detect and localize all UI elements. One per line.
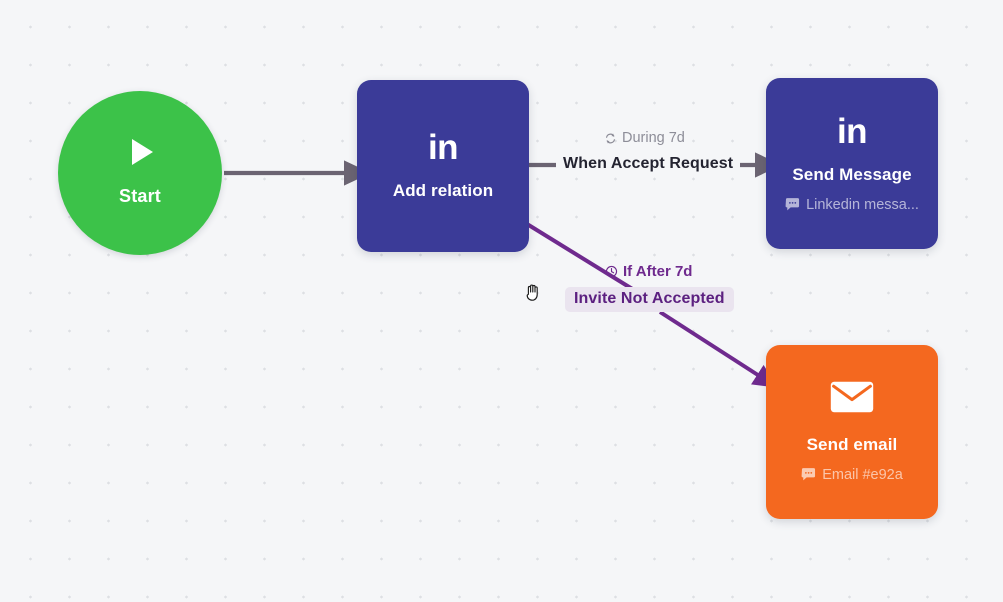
edge-label-during: During 7d — [604, 130, 685, 146]
send-message-node-title: Send Message — [792, 165, 912, 185]
edge-label-during-text: During 7d — [622, 130, 685, 146]
envelope-icon — [830, 382, 874, 413]
send-email-node[interactable]: Send email Email #e92a — [766, 345, 938, 519]
chat-bubble-icon — [785, 197, 800, 211]
chat-bubble-icon — [801, 467, 816, 481]
clock-icon — [605, 265, 618, 278]
send-email-node-subtitle: Email #e92a — [822, 466, 903, 483]
edge-label-if-after: If After 7d — [605, 263, 692, 280]
add-relation-node[interactable]: in Add relation — [357, 80, 529, 252]
add-relation-node-title: Add relation — [392, 181, 494, 201]
send-message-node-subtitle-row: Linkedin messa... — [785, 197, 919, 213]
edge-not-accepted-branch-lower[interactable] — [658, 310, 778, 388]
linkedin-icon: in — [427, 128, 459, 168]
edge-label-accept-request: When Accept Request — [563, 155, 734, 172]
linkedin-icon: in — [836, 112, 868, 152]
refresh-cycle-icon — [605, 133, 616, 143]
send-message-node[interactable]: in Send Message Linkedin messa... — [766, 78, 938, 249]
send-email-node-subtitle-row: Email #e92a — [801, 467, 903, 483]
grab-hand-cursor — [526, 284, 538, 301]
start-node[interactable]: Start — [58, 91, 222, 255]
start-node-title: Start — [118, 186, 161, 206]
edge-label-invite-not-accepted: Invite Not Accepted — [565, 287, 734, 312]
play-icon — [132, 139, 153, 165]
edge-label-if-after-text: If After 7d — [623, 263, 693, 280]
send-email-node-title: Send email — [806, 435, 898, 455]
send-message-node-subtitle: Linkedin messa... — [806, 196, 919, 213]
